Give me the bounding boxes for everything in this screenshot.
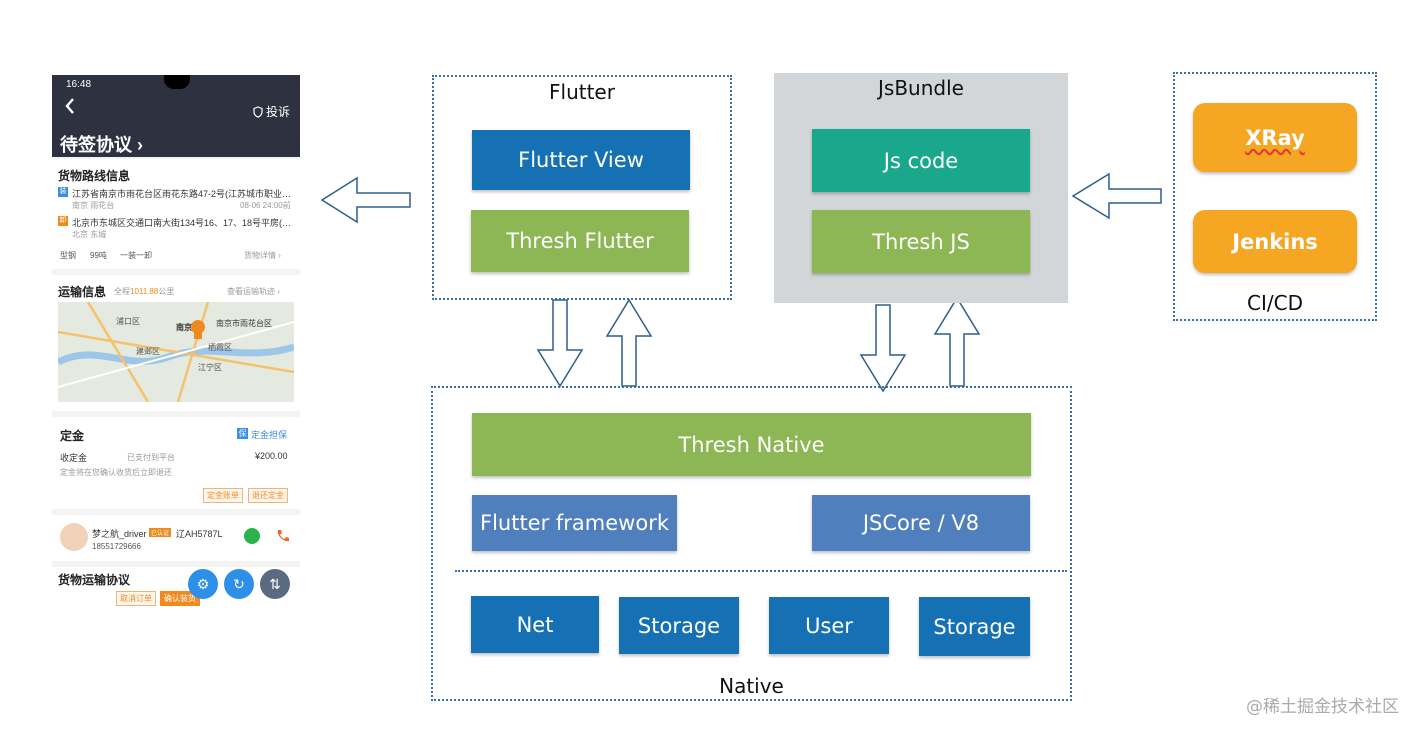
cargo-tag: 一装一卸	[120, 251, 152, 260]
chevron-left-icon	[65, 98, 74, 114]
driver-plate: 辽AH5787L	[176, 529, 223, 539]
cargo-tag: 99吨	[90, 251, 107, 260]
wechat-icon[interactable]	[244, 528, 260, 544]
agreement-section-title: 货物运输协议	[58, 573, 131, 587]
complain-button[interactable]: 投诉	[253, 103, 290, 120]
complain-label: 投诉	[265, 105, 290, 119]
start-sub: 南京 雨花台	[72, 201, 115, 210]
xray-label: XRay	[1245, 125, 1305, 150]
arrow-flutter-down	[536, 299, 584, 388]
deposit-row-amount: ¥200.00	[255, 451, 288, 461]
end-sub: 北京 东城	[72, 230, 107, 239]
phone-notch	[164, 75, 190, 89]
transport-track-link[interactable]: 查看运输轨迹 ›	[227, 287, 280, 296]
gear-icon: ⚙	[196, 575, 210, 592]
phone-call-icon[interactable]	[275, 528, 291, 544]
app-screenshot: 16:48 投诉 待签协议 › 货物路线信息 装 江苏省南京市雨花台区雨花东路4…	[52, 75, 300, 612]
map-graphic	[58, 302, 294, 402]
jsbundle-group-label: JsBundle	[878, 76, 964, 100]
thresh-native-box: Thresh Native	[472, 413, 1031, 476]
native-divider	[455, 570, 1067, 572]
end-address: 北京市东城区交通口南大街134号16、17、18号平房(…	[72, 218, 292, 228]
route-map[interactable]: 浦口区 南京 南京市雨花台区 栖霞区 江宁区 建邺区	[58, 302, 294, 402]
arrow-js-up	[933, 296, 981, 387]
cancel-order-button[interactable]: 取消订单	[116, 591, 156, 606]
swap-icon: ⇅	[269, 575, 281, 592]
arrow-cicd-to-jsbundle	[1071, 172, 1162, 220]
user-box: User	[769, 597, 889, 654]
map-label: 建邺区	[136, 347, 160, 356]
cargo-detail-link[interactable]: 货物详情 ›	[244, 251, 281, 260]
driver-name: 梦之航_driver	[92, 529, 147, 539]
arrow-js-down	[859, 304, 907, 393]
js-code-box: Js code	[812, 129, 1030, 192]
transport-total: 全程1011.88公里	[114, 287, 175, 296]
cicd-group	[1173, 72, 1377, 321]
thresh-flutter-box: Thresh Flutter	[471, 210, 689, 272]
flutter-view-box: Flutter View	[472, 130, 690, 190]
deposit-refund-button[interactable]: 退还定金	[248, 488, 288, 503]
deposit-guarantee-link[interactable]: 定金担保	[251, 430, 288, 440]
jscore-box: JSCore / V8	[812, 495, 1030, 551]
deposit-row-status: 已支付到平台	[127, 453, 175, 462]
status-time: 16:48	[66, 79, 92, 90]
back-button[interactable]	[64, 97, 76, 121]
route-section-title: 货物路线信息	[58, 169, 131, 183]
start-address: 江苏省南京市雨花台区雨花东路47-2号(江苏城市职业…	[72, 189, 292, 199]
driver-badge: 已认证	[149, 528, 172, 537]
map-label: 江宁区	[198, 363, 222, 372]
start-time: 08-06 24:00前	[240, 201, 291, 210]
agreement-card: 货物运输协议 取消订单 确认装货	[52, 567, 300, 612]
guarantee-badge: 保	[237, 428, 248, 439]
page-title[interactable]: 待签协议 ›	[60, 135, 143, 155]
flutter-framework-box: Flutter framework	[472, 495, 677, 551]
map-label: 栖霞区	[208, 343, 232, 352]
xray-box: XRay	[1193, 103, 1357, 172]
deposit-records-button[interactable]: 定金账单	[203, 488, 243, 503]
storage-box-1: Storage	[619, 597, 739, 654]
start-badge: 装	[58, 187, 68, 197]
map-label: 南京市雨花台区	[216, 319, 272, 328]
settings-fab[interactable]: ⚙	[188, 569, 218, 599]
arrow-to-app	[320, 176, 411, 224]
refresh-icon: ↻	[233, 575, 245, 592]
avatar	[60, 523, 88, 551]
cargo-tag: 型钢	[60, 251, 76, 260]
storage-box-2: Storage	[919, 597, 1030, 656]
flutter-group-label: Flutter	[549, 80, 615, 104]
app-header: 16:48 投诉 待签协议 ›	[52, 75, 300, 157]
swap-fab[interactable]: ⇅	[260, 569, 290, 599]
shield-icon	[253, 106, 263, 118]
map-label: 南京	[176, 323, 192, 332]
driver-card: 梦之航_driver 已认证 辽AH5787L 18551729666	[52, 515, 300, 561]
arrow-flutter-up	[605, 298, 653, 387]
driver-phone: 18551729666	[92, 542, 141, 551]
net-box: Net	[471, 596, 599, 653]
transport-section-title: 运输信息	[58, 285, 107, 299]
flutter-group	[432, 75, 732, 300]
jenkins-box: Jenkins	[1193, 210, 1357, 273]
thresh-js-box: Thresh JS	[812, 210, 1030, 273]
deposit-row-label: 收定金	[60, 453, 88, 463]
watermark: @稀土掘金技术社区	[1246, 697, 1399, 717]
native-group-label: Native	[719, 674, 784, 698]
deposit-note: 定金将在您确认收货后立即退还	[60, 468, 172, 477]
deposit-card: 定金 保 定金担保 收定金 已支付到平台 ¥200.00 定金将在您确认收货后立…	[52, 417, 300, 509]
end-badge: 卸	[58, 216, 68, 226]
refresh-fab[interactable]: ↻	[224, 569, 254, 599]
deposit-section-title: 定金	[60, 429, 85, 443]
native-group	[431, 386, 1072, 701]
route-card: 货物路线信息 装 江苏省南京市雨花台区雨花东路47-2号(江苏城市职业… 南京 …	[52, 159, 300, 269]
cicd-group-label: CI/CD	[1247, 291, 1303, 315]
map-label: 浦口区	[116, 317, 140, 326]
